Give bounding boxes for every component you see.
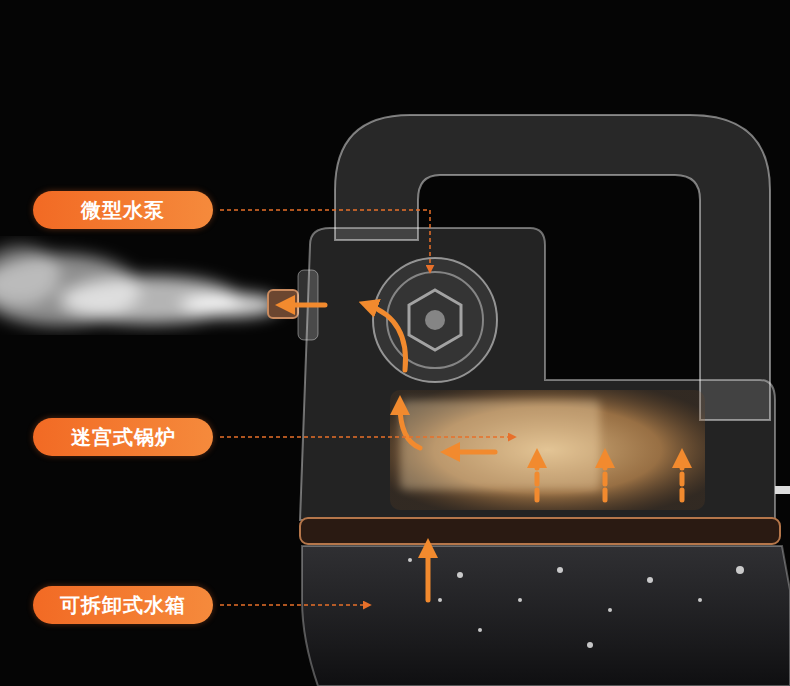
callout-label: 可拆卸式水箱: [60, 592, 186, 619]
callout-pill: 可拆卸式水箱: [33, 586, 213, 624]
callout-label: 迷宫式锅炉: [71, 424, 176, 451]
callout-pill: 微型水泵: [33, 191, 213, 229]
callout-label: 微型水泵: [81, 197, 165, 224]
callout-pill: 迷宫式锅炉: [33, 418, 213, 456]
